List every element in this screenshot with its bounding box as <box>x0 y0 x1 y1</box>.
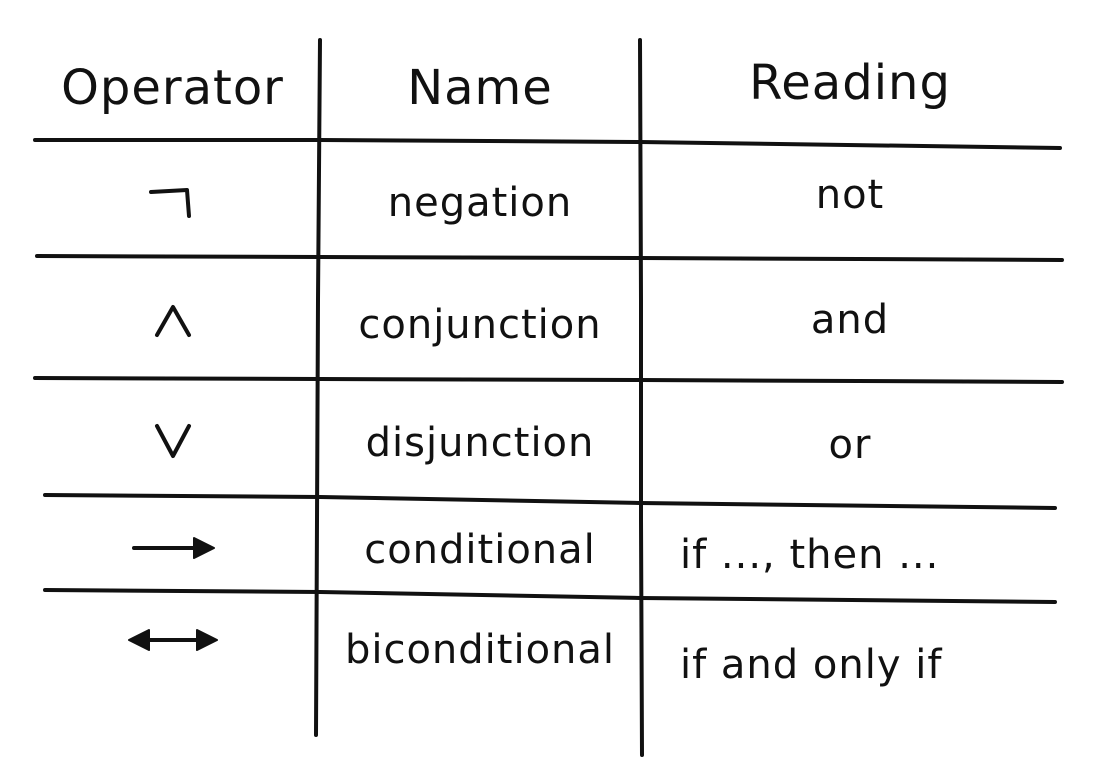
right-arrow-icon <box>131 536 215 559</box>
header-name: Name <box>407 59 553 116</box>
operator-cell <box>30 150 315 255</box>
negation-icon <box>148 187 191 218</box>
left-right-arrow-icon <box>127 629 218 651</box>
name-cell: conditional <box>364 527 596 573</box>
row-rule-4 <box>43 588 1057 604</box>
header-reading: Reading <box>749 54 951 111</box>
header-rule <box>33 138 1062 150</box>
reading-cell: if ..., then ... <box>680 532 940 578</box>
disjunction-icon <box>154 423 191 458</box>
name-cell: disjunction <box>365 419 595 466</box>
name-cell: biconditional <box>344 627 616 673</box>
row-rule-3 <box>43 493 1057 510</box>
column-divider-2 <box>638 38 644 757</box>
header-operator: Operator <box>61 59 284 116</box>
column-divider-1 <box>314 38 322 737</box>
reading-cell: and <box>810 297 890 343</box>
reading-cell: not <box>815 172 885 218</box>
operator-cell <box>30 265 315 375</box>
conjunction-icon <box>154 305 191 337</box>
operator-cell <box>30 388 315 493</box>
reading-cell: if and only if <box>680 642 943 688</box>
operator-cell <box>30 600 315 680</box>
row-rule-2 <box>33 376 1064 384</box>
name-cell: negation <box>387 179 573 226</box>
reading-cell: or <box>828 422 872 468</box>
operator-cell <box>30 505 315 590</box>
row-rule-1 <box>35 254 1064 262</box>
name-cell: conjunction <box>358 302 602 348</box>
